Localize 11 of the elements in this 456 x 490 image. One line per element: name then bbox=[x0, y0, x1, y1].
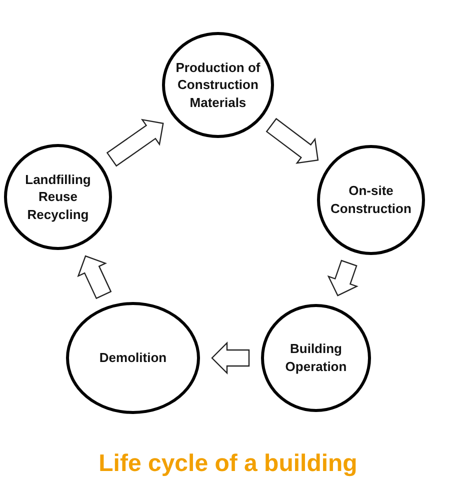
stage-label: Demolition bbox=[98, 349, 168, 367]
stage-label: Production of Construction Materials bbox=[176, 58, 260, 112]
block-arrow bbox=[327, 260, 358, 296]
block-arrow bbox=[106, 118, 164, 167]
stage-label: On-site Construction bbox=[330, 182, 412, 218]
block-arrow bbox=[77, 255, 112, 300]
stage-label: Building Operation bbox=[284, 340, 348, 376]
block-arrow bbox=[266, 118, 319, 164]
caption: Life cycle of a building bbox=[98, 450, 358, 478]
stage-label: Landfilling Reuse Recycling bbox=[24, 170, 92, 224]
block-arrow bbox=[211, 342, 250, 374]
